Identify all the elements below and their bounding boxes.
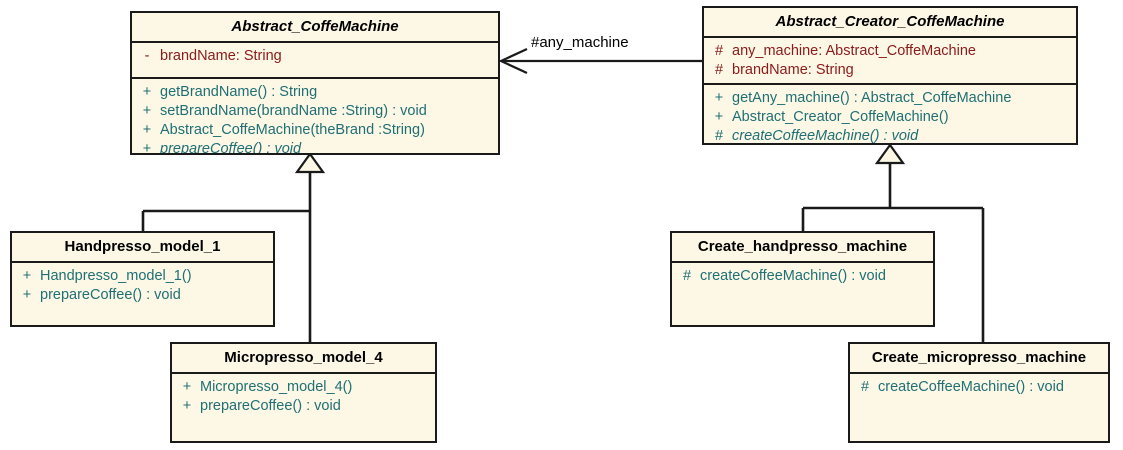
operation-row: + prepareCoffee() : void [14, 286, 271, 305]
class-title-abstract-coffemachine: Abstract_CoffeMachine [231, 18, 399, 35]
operations-compartment-create-micropresso-machine: # createCoffeeMachine() : void [850, 372, 1108, 402]
class-box-create-handpresso-machine[interactable]: Create_handpresso_machine # createCoffee… [670, 231, 935, 327]
operation-text: Micropresso_model_4() [200, 379, 353, 396]
visibility-marker: + [182, 398, 192, 415]
visibility-marker: # [714, 62, 724, 79]
operations-compartment-abstract-coffemachine: + getBrandName() : String + setBrandName… [132, 77, 498, 155]
operation-text: prepareCoffee() : void [200, 398, 341, 415]
class-box-abstract-creator-coffemachine[interactable]: Abstract_Creator_CoffeMachine # any_mach… [702, 6, 1078, 145]
class-box-micropresso-model-4[interactable]: Micropresso_model_4 + Micropresso_model_… [170, 342, 437, 443]
visibility-marker: + [714, 109, 724, 126]
association-any-machine [498, 48, 702, 74]
visibility-marker: + [714, 90, 724, 107]
operation-row: # createCoffeeMachine() : void [674, 267, 931, 286]
operation-text: createCoffeeMachine() : void [878, 379, 1064, 396]
class-box-create-micropresso-machine[interactable]: Create_micropresso_machine # createCoffe… [848, 342, 1110, 443]
operation-row: + Handpresso_model_1() [14, 267, 271, 286]
visibility-marker: + [182, 379, 192, 396]
attribute-row: # brandName: String [706, 61, 1074, 80]
visibility-marker: # [682, 268, 692, 285]
class-title-create-handpresso-machine: Create_handpresso_machine [697, 238, 908, 255]
visibility-marker: # [860, 379, 870, 396]
operation-text: Handpresso_model_1() [40, 268, 192, 285]
visibility-marker: # [714, 43, 724, 60]
operation-row: # createCoffeeMachine() : void [706, 127, 1074, 145]
class-title-micropresso-model-4: Micropresso_model_4 [224, 349, 383, 366]
operation-row: # createCoffeeMachine() : void [852, 378, 1106, 397]
attributes-compartment-abstract-coffemachine: - brandName: String [132, 41, 498, 77]
attribute-row: # any_machine: Abstract_CoffeMachine [706, 42, 1074, 61]
attributes-compartment-abstract-creator-coffemachine: # any_machine: Abstract_CoffeMachine # b… [704, 36, 1076, 83]
class-title-create-micropresso-machine: Create_micropresso_machine [871, 349, 1087, 366]
attribute-text: any_machine: Abstract_CoffeMachine [732, 43, 976, 60]
operation-text: getBrandName() : String [160, 84, 318, 101]
visibility-marker: + [142, 141, 152, 155]
visibility-marker: + [22, 268, 32, 285]
operation-row: + getAny_machine() : Abstract_CoffeMachi… [706, 89, 1074, 108]
visibility-marker: + [142, 103, 152, 120]
attribute-text: brandName: String [160, 48, 282, 65]
class-box-handpresso-model-1[interactable]: Handpresso_model_1 + Handpresso_model_1(… [10, 231, 275, 327]
operations-compartment-handpresso-model-1: + Handpresso_model_1() + prepareCoffee()… [12, 261, 273, 310]
operation-text: Abstract_CoffeMachine(theBrand :String) [160, 122, 425, 139]
operation-text: createCoffeeMachine() : void [700, 268, 886, 285]
operation-text: getAny_machine() : Abstract_CoffeMachine [732, 90, 1012, 107]
operation-text: prepareCoffee() : void [40, 287, 181, 304]
operation-row: + Abstract_Creator_CoffeMachine() [706, 108, 1074, 127]
operations-compartment-create-handpresso-machine: # createCoffeeMachine() : void [672, 261, 933, 291]
operation-text: Abstract_Creator_CoffeMachine() [732, 109, 949, 126]
visibility-marker: - [144, 48, 150, 65]
class-box-abstract-coffemachine[interactable]: Abstract_CoffeMachine - brandName: Strin… [130, 11, 500, 155]
class-title-abstract-creator-coffemachine: Abstract_Creator_CoffeMachine [775, 13, 1005, 30]
operation-row: + getBrandName() : String [134, 83, 496, 102]
operation-text: prepareCoffee() : void [160, 141, 302, 155]
visibility-marker: + [142, 84, 152, 101]
operation-row: + Micropresso_model_4() [174, 378, 433, 397]
operation-row: + prepareCoffee() : void [134, 140, 496, 155]
operations-compartment-micropresso-model-4: + Micropresso_model_4() + prepareCoffee(… [172, 372, 435, 421]
attribute-row: - brandName: String [134, 47, 496, 66]
visibility-marker: # [714, 128, 724, 145]
operation-row: + prepareCoffee() : void [174, 397, 433, 416]
operation-text: setBrandName(brandName :String) : void [160, 103, 427, 120]
operations-compartment-abstract-creator-coffemachine: + getAny_machine() : Abstract_CoffeMachi… [704, 83, 1076, 145]
operation-row: + setBrandName(brandName :String) : void [134, 102, 496, 121]
visibility-marker: + [142, 122, 152, 139]
association-label-any-machine: #any_machine [531, 34, 629, 51]
visibility-marker: + [22, 287, 32, 304]
operation-text: createCoffeeMachine() : void [732, 128, 919, 145]
class-title-handpresso-model-1: Handpresso_model_1 [64, 238, 221, 255]
operation-row: + Abstract_CoffeMachine(theBrand :String… [134, 121, 496, 140]
attribute-text: brandName: String [732, 62, 854, 79]
